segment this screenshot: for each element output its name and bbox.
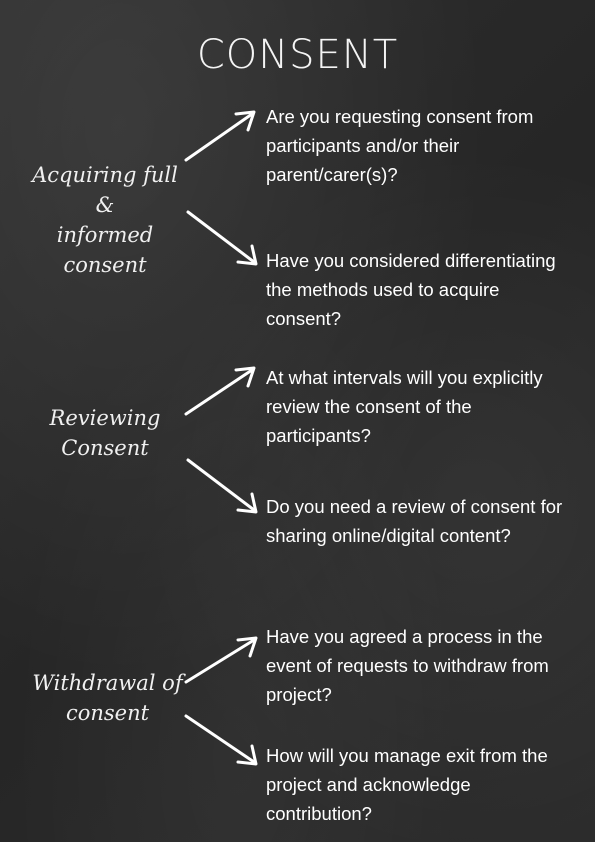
section-label-line: Withdrawal of [32, 671, 183, 695]
question-text: Are you requesting consent from particip… [266, 106, 534, 185]
question-text: How will you manage exit from the projec… [266, 745, 548, 824]
arrow-up-icon [184, 636, 258, 684]
section-label-line: Consent [61, 436, 149, 460]
section-label-withdrawal: Withdrawal of consent [20, 668, 195, 728]
section-label-line: informed consent [56, 223, 154, 277]
section-label-acquiring: Acquiring full & informed consent [20, 160, 190, 280]
arrow-down-icon [184, 714, 258, 766]
section-label-line: consent [65, 701, 150, 725]
question-text: At what intervals will you explicitly re… [266, 367, 543, 446]
section-label-line: Reviewing [49, 406, 161, 430]
section-label-reviewing: Reviewing Consent [30, 403, 180, 463]
arrow-down-icon [186, 458, 258, 514]
question-text: Have you considered differentiating the … [266, 250, 556, 329]
section-label-line: Acquiring full & [32, 163, 178, 217]
arrow-down-icon [186, 210, 258, 266]
page-title: CONSENT [196, 32, 399, 78]
arrow-up-icon [184, 110, 256, 162]
question-text: Have you agreed a process in the event o… [266, 626, 549, 705]
arrow-up-icon [184, 366, 256, 416]
question-text: Do you need a review of consent for shar… [266, 496, 563, 546]
